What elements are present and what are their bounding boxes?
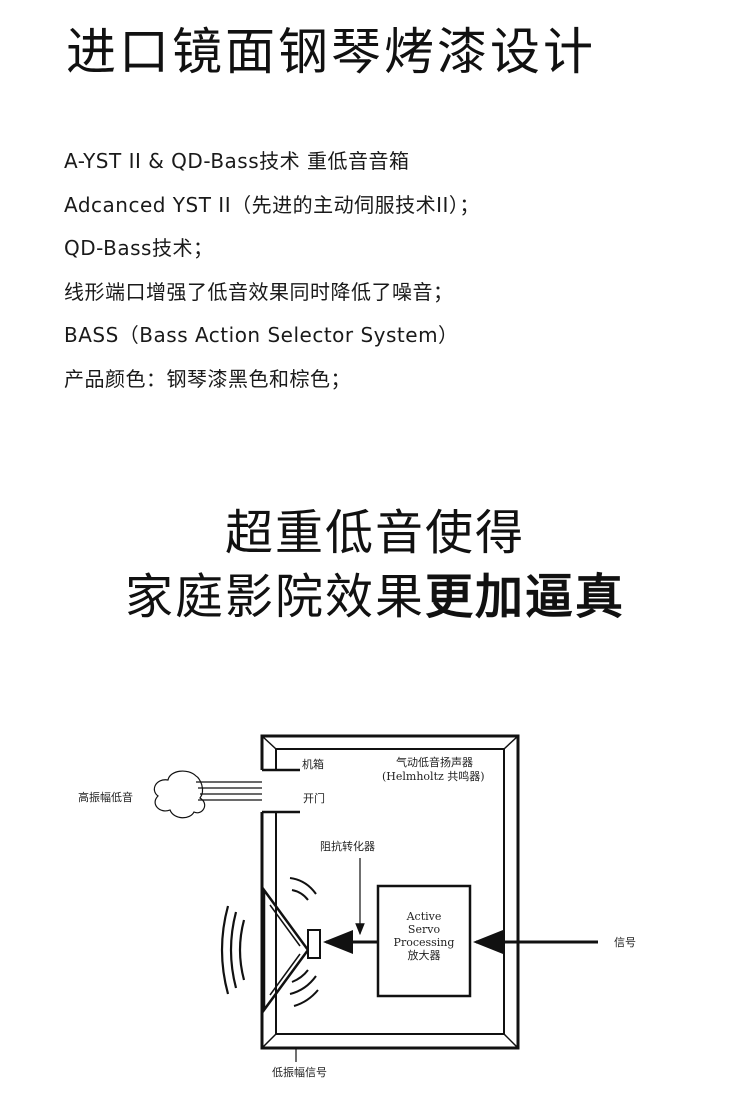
headline-bold-text: 更加逼真 <box>425 569 626 625</box>
inner-sound-waves <box>289 877 319 1007</box>
headline-line-2: 家庭影院效果更加逼真 <box>0 566 750 628</box>
feature-item: BASS（Bass Action Selector System） <box>64 323 459 347</box>
speaker-driver <box>262 886 321 1014</box>
label-high-amp-bass: 高振幅低音 <box>78 790 133 804</box>
label-low-amp-signal: 低振幅信号 <box>272 1065 327 1079</box>
label-amp-1: Active <box>406 910 442 923</box>
high-amplitude-airflow <box>153 770 262 819</box>
label-impedance-converter: 阻抗转化器 <box>320 839 375 853</box>
label-helmholtz: (Helmholtz 共鸣器) <box>382 769 485 783</box>
label-amp-2: Servo <box>408 923 441 936</box>
outer-sound-waves <box>220 905 246 995</box>
feature-item: 线形端口增强了低音效果同时降低了噪音； <box>64 279 454 304</box>
cabinet-frame <box>260 734 520 1050</box>
label-amp-3: Processing <box>394 936 455 949</box>
label-signal: 信号 <box>614 936 636 949</box>
label-cabinet: 机箱 <box>302 757 324 771</box>
feature-list: A-YST II & QD-Bass技术 重低音音箱 Adcanced YST … <box>64 140 480 401</box>
subwoofer-diagram: 机箱 气动低音扬声器 (Helmholtz 共鸣器) 开门 高振幅低音 阻抗转化… <box>78 734 636 1079</box>
feature-item: Adcanced YST II（先进的主动伺服技术II）； <box>64 192 480 217</box>
headline-normal-text: 家庭影院效果 <box>124 569 425 625</box>
label-port: 开门 <box>303 791 325 805</box>
label-speaker: 气动低音扬声器 <box>396 755 473 769</box>
page-title: 进口镜面钢琴烤漆设计 <box>66 23 596 81</box>
label-amp-4: 放大器 <box>408 948 441 962</box>
feature-item: QD-Bass技术； <box>64 236 214 260</box>
feature-item: 产品颜色：钢琴漆黑色和棕色； <box>64 366 351 391</box>
feature-item: A-YST II & QD-Bass技术 重低音音箱 <box>64 149 410 173</box>
signal-arrows <box>295 858 598 1062</box>
headline-line-1: 超重低音使得 <box>224 505 525 561</box>
